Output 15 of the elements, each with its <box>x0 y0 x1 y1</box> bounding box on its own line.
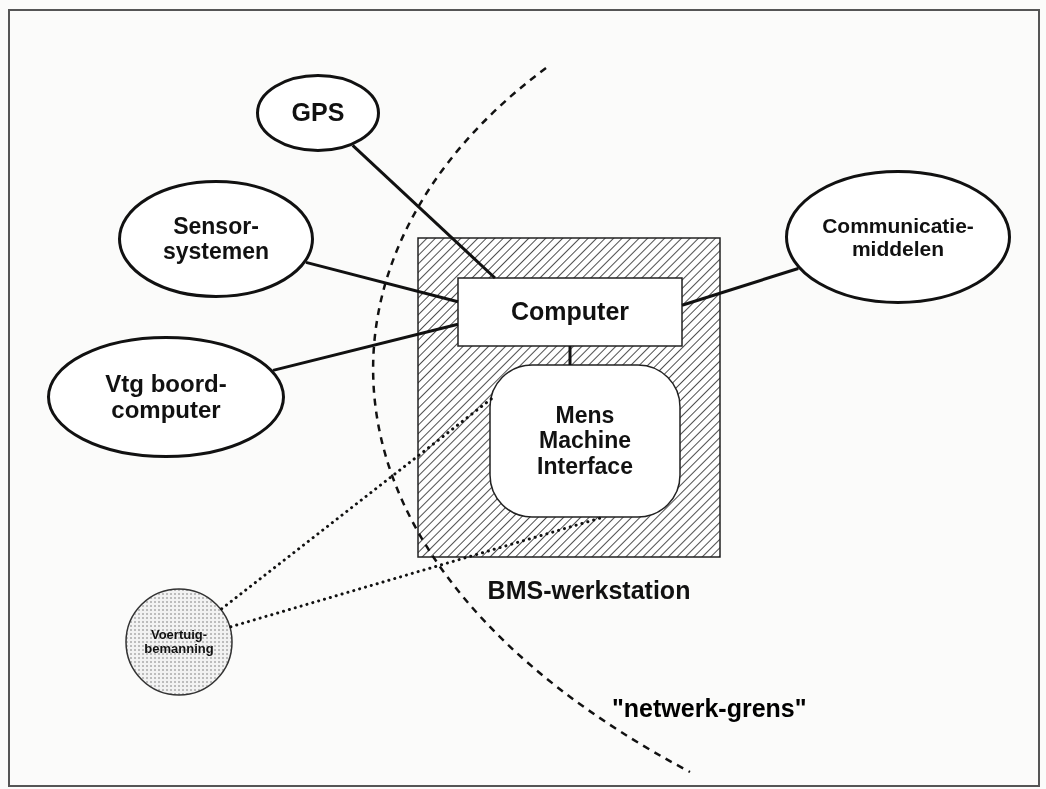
connector-line <box>305 260 459 304</box>
node-label: GPS <box>291 99 345 127</box>
node-label: Voertuig- bemanning <box>143 627 215 657</box>
boundary-label: "netwerk-grens" <box>612 694 807 722</box>
connector-line <box>272 322 459 372</box>
connector-line <box>568 346 572 365</box>
connector-line <box>681 267 799 307</box>
node-label: Computer <box>510 298 630 326</box>
connector-line <box>351 144 496 280</box>
node-label: Mens Machine Interface <box>536 403 634 479</box>
workstation-label: BMS-werkstation <box>487 577 691 605</box>
dotted-connector <box>220 396 494 611</box>
node-label: Sensor- systemen <box>161 213 271 265</box>
node-label: Vtg boord- computer <box>104 370 228 424</box>
node-label: Communicatie- middelen <box>821 213 975 261</box>
